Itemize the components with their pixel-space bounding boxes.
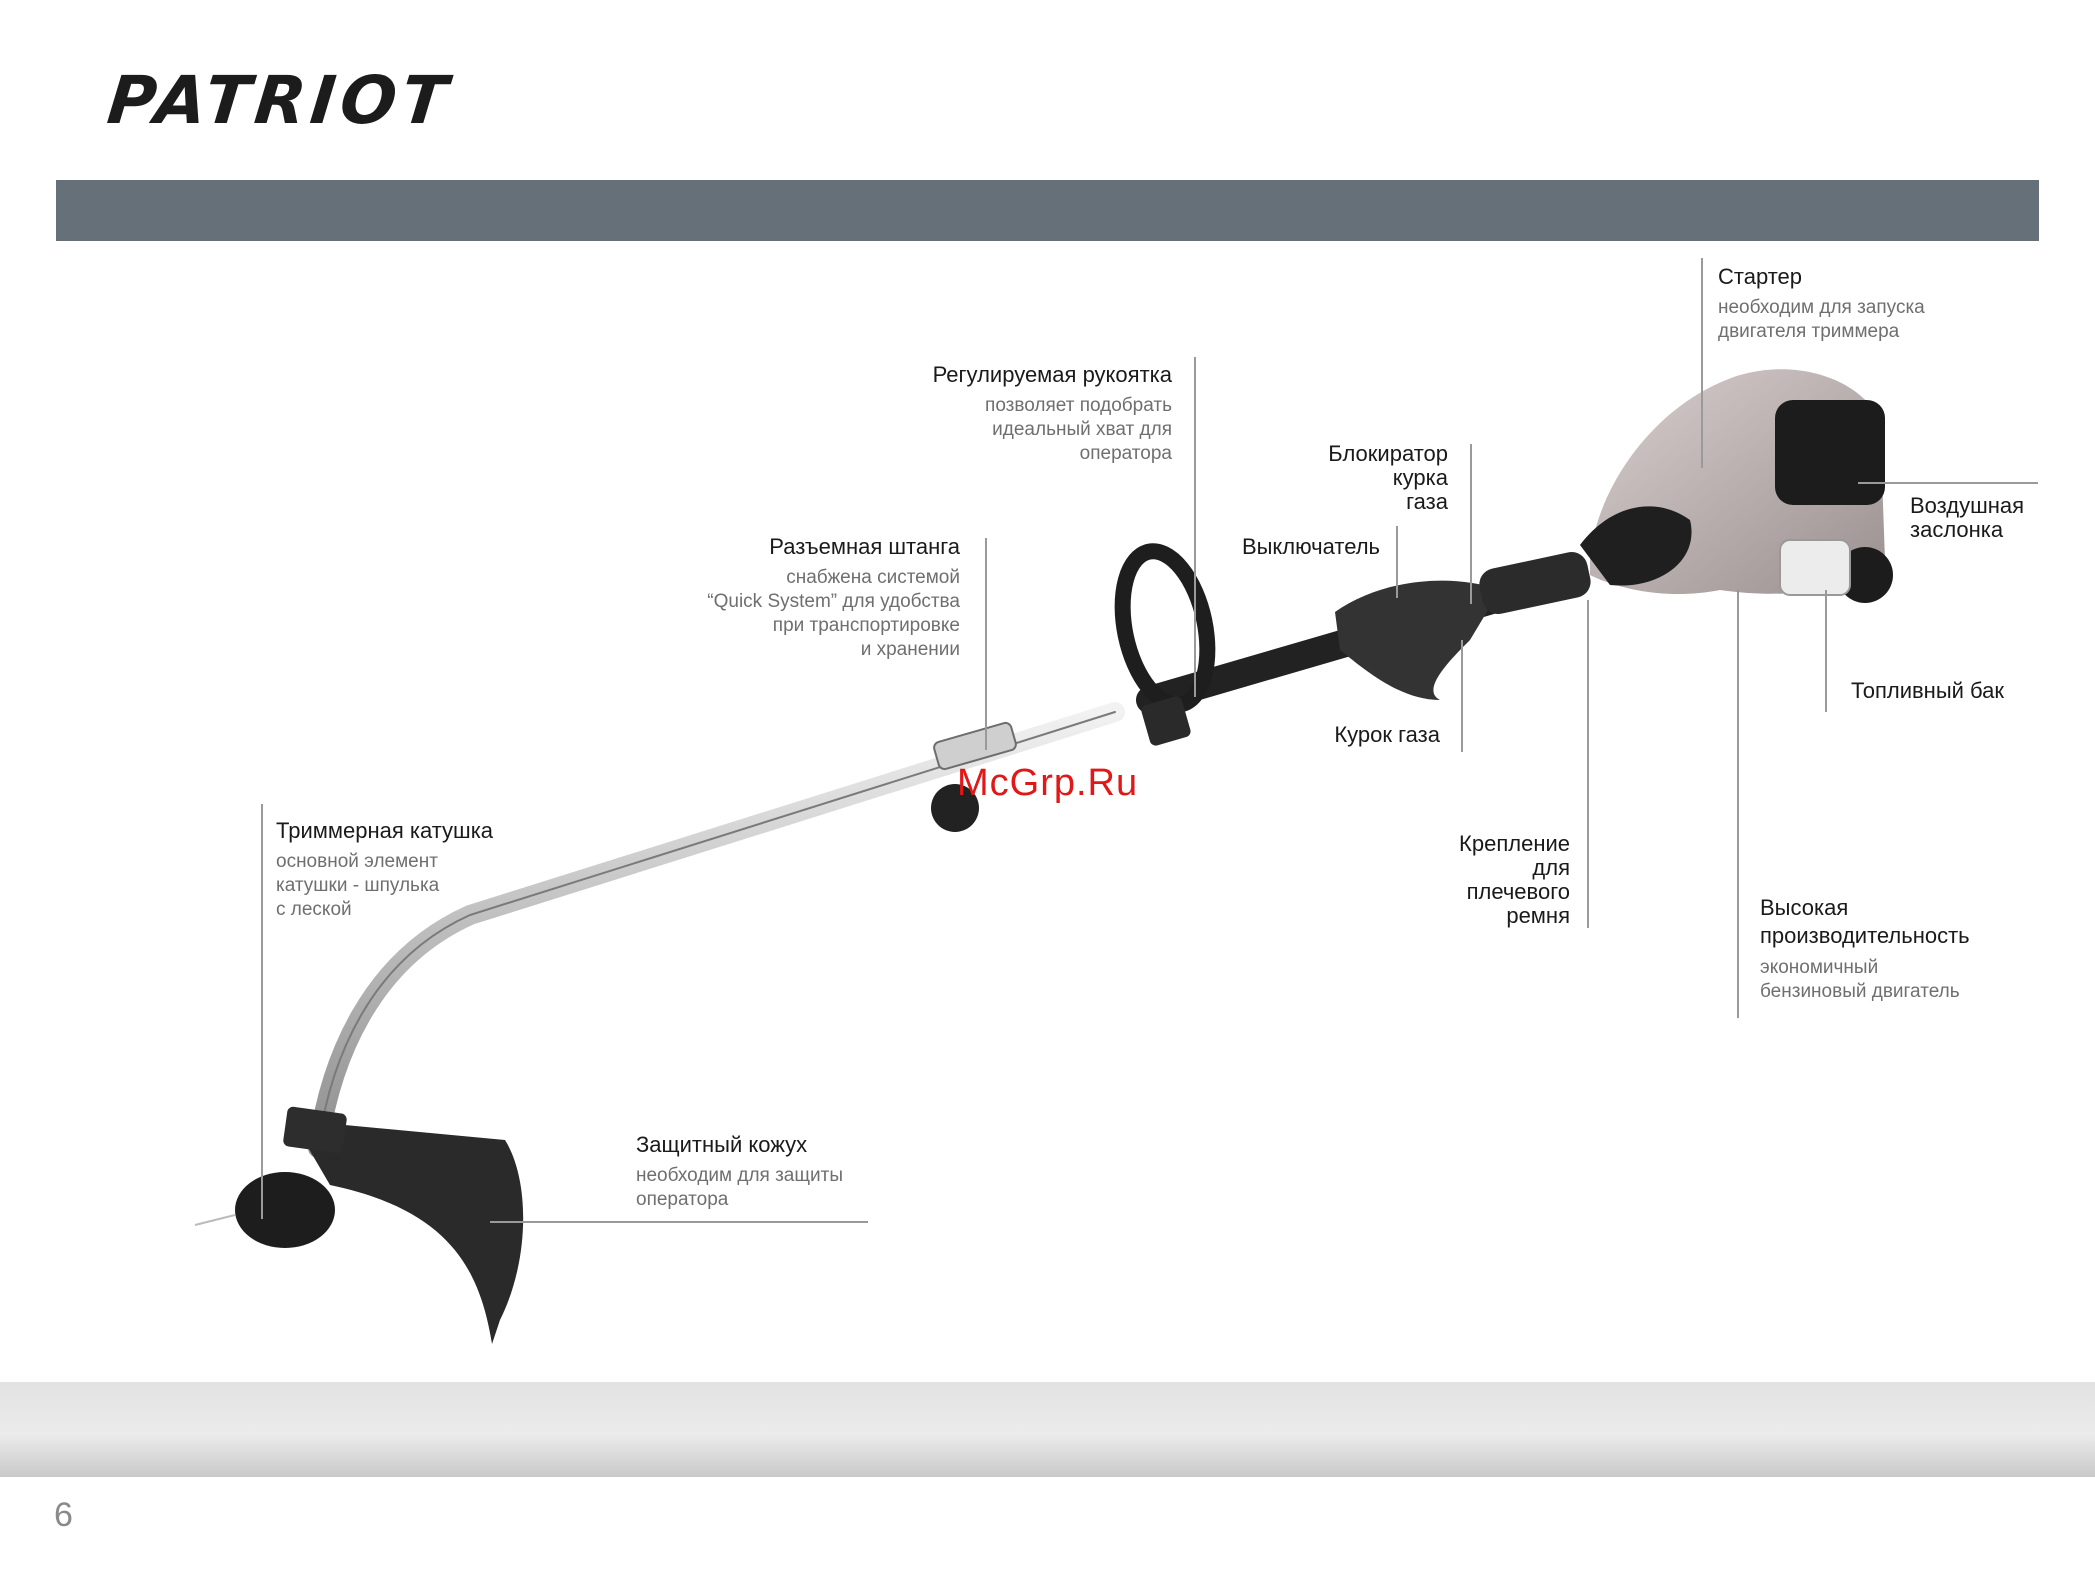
throttle-lock-title: Блокиратор курка газа: [1328, 441, 1448, 514]
leader-line-trimmer-head: [261, 804, 263, 1219]
page-number: 6: [54, 1496, 73, 1534]
fuel-tank-body: [1779, 539, 1851, 596]
leader-line-shoulder-mount: [1587, 600, 1589, 928]
protective-guard: [292, 1120, 524, 1344]
leader-line-fuel-tank: [1825, 590, 1827, 712]
callout-guard: Защитный кожух необходим для защиты опер…: [636, 1132, 916, 1212]
header-bar: [56, 180, 2039, 241]
fuel-tank-title: Топливный бак: [1851, 678, 2005, 703]
leader-line-throttle-trigger: [1461, 640, 1463, 752]
callout-performance: Высокая производительность экономичный б…: [1760, 894, 2060, 1004]
leader-line-guard: [490, 1221, 868, 1223]
callout-switch: Выключатель: [1190, 534, 1380, 560]
watermark-text: McGrp.Ru: [957, 762, 1139, 804]
footer-band: [0, 1382, 2095, 1477]
callout-throttle-trigger: Курок газа: [1240, 722, 1440, 748]
callout-air-damper: Воздушная заслонка: [1910, 494, 2090, 542]
callout-split-shaft: Разъемная штанга снабжена системой “Quic…: [640, 534, 960, 662]
leader-line-air-damper: [1858, 482, 2038, 484]
leader-line-split-shaft: [985, 538, 987, 750]
leader-line-starter: [1701, 258, 1703, 468]
air-damper-title: Воздушная заслонка: [1910, 493, 2025, 542]
leader-line-performance: [1737, 590, 1739, 1018]
leader-line-handle: [1194, 357, 1196, 697]
performance-desc: экономичный бензиновый двигатель: [1760, 957, 1960, 1002]
trimmer-head-desc: основной элемент катушки - шпулька с лес…: [276, 851, 440, 920]
callout-trimmer-head: Триммерная катушка основной элемент кату…: [276, 818, 576, 922]
performance-title: Высокая производительность: [1760, 895, 1970, 948]
callout-starter: Стартер необходим для запуска двигателя …: [1718, 264, 1978, 344]
leader-line-switch: [1396, 526, 1398, 598]
throttle-trigger-title: Курок газа: [1334, 722, 1440, 747]
trimmer-head-title: Триммерная катушка: [276, 818, 494, 843]
split-shaft-title: Разъемная штанга: [769, 534, 960, 559]
shoulder-mount-title: Крепление для плечевого ремня: [1459, 831, 1570, 928]
leader-line-throttle-lock: [1470, 444, 1472, 604]
air-filter-cover: [1775, 400, 1885, 505]
starter-desc: необходим для запуска двигателя триммера: [1718, 297, 1925, 342]
callout-throttle-lock: Блокиратор курка газа: [1280, 442, 1448, 514]
quick-system-coupling: [933, 721, 1017, 771]
rear-grip: [1335, 580, 1500, 700]
guard-desc: необходим для защиты оператора: [636, 1165, 843, 1210]
handle-desc: позволяет подобрать идеальный хват для о…: [985, 395, 1172, 464]
callout-handle: Регулируемая рукоятка позволяет подобрат…: [880, 362, 1172, 466]
starter-title: Стартер: [1718, 264, 1803, 289]
trimmer-spool: [235, 1172, 335, 1248]
split-shaft-desc: снабжена системой “Quick System” для удо…: [707, 567, 960, 660]
guard-title: Защитный кожух: [636, 1132, 808, 1157]
switch-title: Выключатель: [1241, 534, 1380, 559]
handle-title: Регулируемая рукоятка: [932, 362, 1172, 387]
callout-fuel-tank: Топливный бак: [1851, 678, 2051, 704]
callout-shoulder-mount: Крепление для плечевого ремня: [1400, 832, 1570, 928]
coupling-knob: [931, 784, 979, 832]
